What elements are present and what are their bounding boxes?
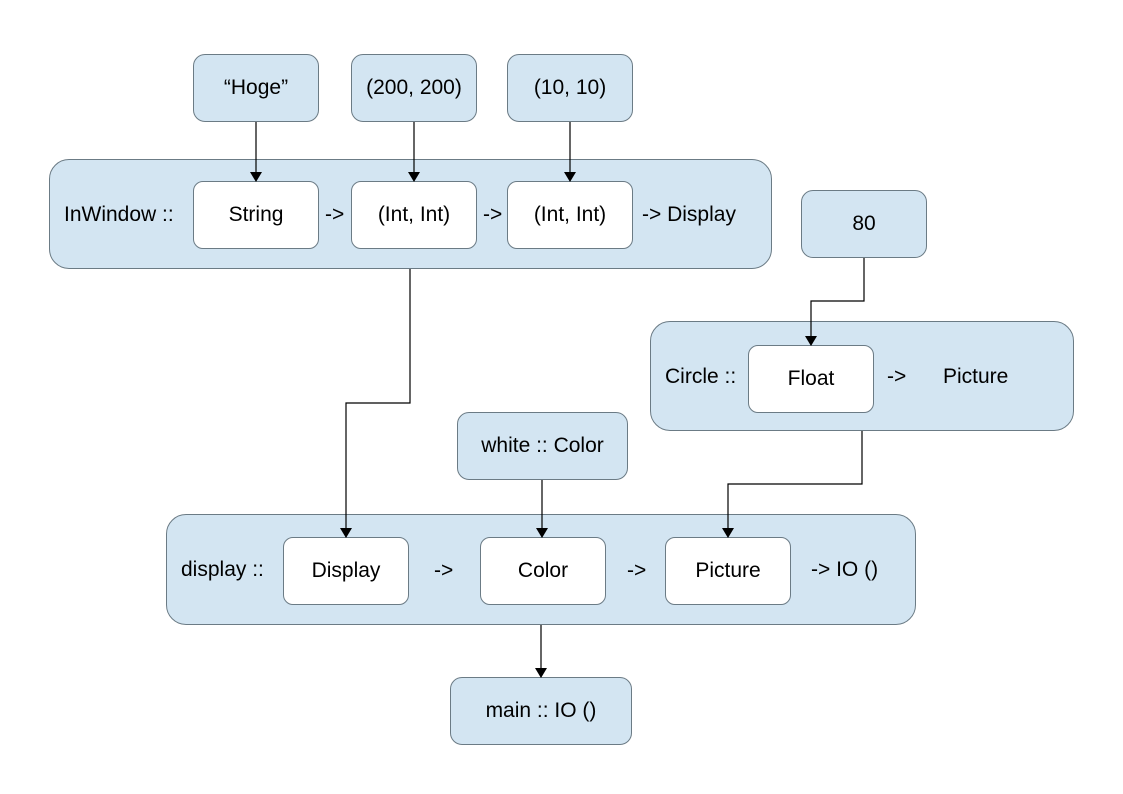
- size-value-label: (200, 200): [366, 76, 462, 99]
- circle-float-slot: Float: [748, 345, 874, 413]
- pos-value-label: (10, 10): [533, 76, 607, 99]
- inwindow-size-slot: (Int, Int): [351, 181, 477, 249]
- display-arrow-1: ->: [434, 559, 454, 582]
- inwindow-arrow-1: ->: [325, 203, 345, 226]
- display-picture-slot: Picture: [665, 537, 791, 605]
- circle-result-label: Picture: [943, 365, 1009, 388]
- radius-value-label: 80: [852, 212, 876, 235]
- inwindow-string-slot: String: [193, 181, 319, 249]
- display-label: display ::: [181, 558, 264, 581]
- circle-label: Circle ::: [665, 365, 737, 388]
- display-color-label: Color: [517, 559, 569, 582]
- circle-arrow: ->: [887, 365, 907, 388]
- inwindow-arrow-2: ->: [483, 203, 503, 226]
- hoge-value-box: “Hoge”: [193, 54, 319, 122]
- display-color-slot: Color: [480, 537, 606, 605]
- hoge-value-label: “Hoge”: [223, 76, 289, 99]
- display-picture-label: Picture: [695, 559, 761, 582]
- inwindow-label: InWindow ::: [64, 203, 174, 226]
- white-color-box: white :: Color: [457, 412, 628, 480]
- inwindow-size-label: (Int, Int): [377, 203, 451, 226]
- circle-float-label: Float: [787, 367, 835, 390]
- size-value-box: (200, 200): [351, 54, 477, 122]
- main-box: main :: IO (): [450, 677, 632, 745]
- inwindow-result-label: -> Display: [642, 203, 736, 226]
- display-result-label: -> IO (): [811, 558, 879, 581]
- white-color-label: white :: Color: [481, 434, 604, 457]
- display-display-slot: Display: [283, 537, 409, 605]
- display-display-label: Display: [311, 559, 381, 582]
- radius-value-box: 80: [801, 190, 927, 258]
- inwindow-pos-label: (Int, Int): [533, 203, 607, 226]
- main-label: main :: IO (): [485, 699, 597, 722]
- pos-value-box: (10, 10): [507, 54, 633, 122]
- wire-inwindow-to-display: [340, 269, 411, 538]
- display-arrow-2: ->: [627, 559, 647, 582]
- inwindow-string-label: String: [228, 203, 284, 226]
- inwindow-pos-slot: (Int, Int): [507, 181, 633, 249]
